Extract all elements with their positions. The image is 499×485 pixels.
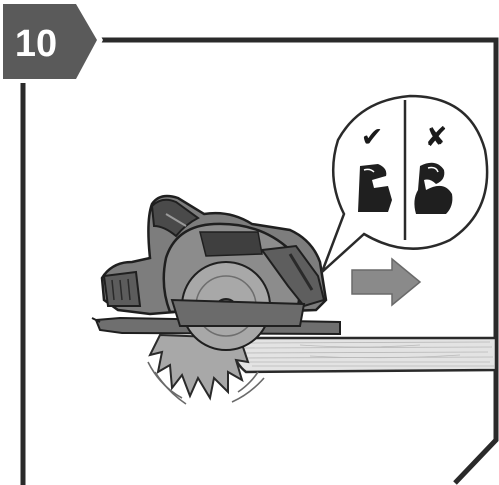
flexed-arm-icon bbox=[414, 162, 453, 214]
workpiece-board bbox=[231, 336, 498, 374]
step-badge: 10 bbox=[0, 0, 103, 83]
step-frame bbox=[20, 37, 499, 485]
arrow-right-icon bbox=[351, 257, 422, 307]
relaxed-arm-icon bbox=[358, 164, 392, 212]
step-number: 10 bbox=[15, 23, 57, 65]
circular-saw bbox=[91, 194, 341, 351]
incorrect-cross-icon: ✘ bbox=[425, 122, 448, 153]
correct-check-icon: ✔ bbox=[361, 122, 384, 153]
callout-bubble bbox=[320, 94, 489, 273]
